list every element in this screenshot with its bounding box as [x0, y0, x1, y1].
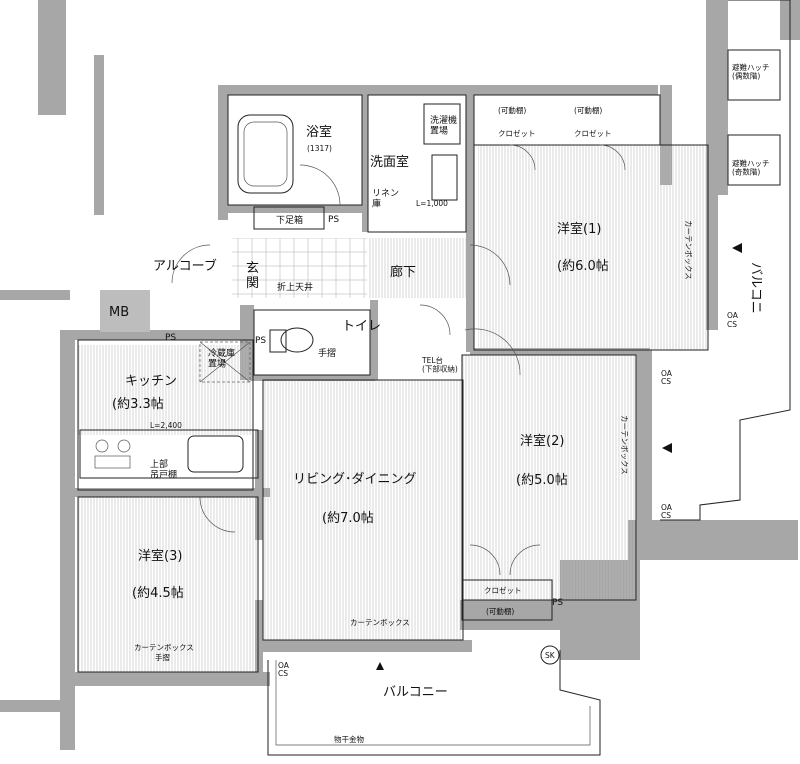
ps-label-1: PS [328, 215, 339, 225]
room2-size-label: (約5.0帖 [516, 473, 568, 488]
handrail-label-2: 手摺 [155, 652, 170, 662]
room3-label: 洋室(3) [138, 548, 182, 564]
room-outlines [77, 0, 791, 756]
room1-label: 洋室(1) [557, 221, 601, 237]
curtain-box-label-3: カーテンボックス [684, 220, 693, 280]
ldk-size-label: (約7.0帖 [322, 511, 374, 526]
oa-label-1: OA [727, 311, 739, 320]
oa-label-3: OA [661, 503, 673, 512]
hatch-odd-label: 避難ハッチ(奇数階) [732, 158, 770, 177]
curtain-box-label-4: カーテンボックス [620, 415, 629, 475]
fridge-label: 冷蔵庫置場 [208, 347, 235, 369]
bath-size-label: (1317) [307, 144, 332, 153]
cs-label-2: CS [661, 377, 671, 386]
cs-label-1: CS [727, 320, 737, 329]
curtain-box-label-1: カーテンボックス [350, 618, 410, 627]
washroom-label: 洗面室 [370, 154, 409, 170]
ceiling-label: 折上天井 [277, 281, 313, 293]
closet-label-1: クロゼット [498, 128, 536, 138]
hallway-label: 廊下 [390, 264, 416, 280]
flooring [78, 145, 708, 672]
kitchen-label: キッチン [125, 374, 177, 389]
balcony-side-label: バルコニ [748, 262, 763, 314]
doors [171, 144, 626, 576]
linen-label: リネン庫 [372, 188, 399, 209]
curtain-box-label-2: カーテンボックス [134, 643, 194, 652]
view-arrows [376, 243, 742, 670]
closet-label-2: クロゼット [574, 128, 612, 138]
ps-label-4: PS [552, 598, 563, 608]
upper-cabinet-label: 上部吊戸棚 [150, 458, 177, 480]
handrail-label: 手摺 [318, 347, 336, 359]
mb-label: MB [109, 305, 129, 320]
closet-label-3: クロゼット [484, 585, 522, 595]
room1-size-label: (約6.0帖 [557, 259, 609, 274]
ldk-label: リビング･ダイニング [293, 472, 417, 487]
kitchen-l-label: L=2,400 [150, 421, 182, 430]
sk-label: SK [545, 651, 556, 660]
room3-size-label: (約4.5帖 [132, 586, 184, 601]
ps-label-2: PS [165, 333, 176, 343]
hatch-even-label: 避難ハッチ(偶数階) [732, 62, 770, 81]
balcony-label: バルコニー [383, 685, 448, 700]
entrance-label: 玄関 [246, 261, 259, 291]
room2-label: 洋室(2) [520, 433, 564, 449]
ps-label-3: PS [255, 336, 266, 346]
bath-label: 浴室 [306, 124, 332, 140]
tel-label: TEL台(下部収納) [421, 355, 458, 374]
alcove-label: アルコーブ [153, 258, 217, 274]
laundry-label: 洗濯機置場 [430, 114, 457, 136]
l-dim-label: L=1,000 [416, 199, 448, 208]
cs-label-3: CS [661, 511, 671, 520]
shelf-label-3: (可動棚) [486, 606, 514, 616]
cs-label-4: CS [278, 669, 288, 678]
shelf-label-2: (可動棚) [574, 105, 602, 115]
shoe-box-label: 下足箱 [276, 214, 303, 226]
drying-rack-label: 物干金物 [334, 734, 364, 744]
labels: 浴室 (1317) 洗面室 洗濯機置場 リネン庫 L=1,000 下足箱 PS … [109, 62, 770, 744]
toilet-label: トイレ [342, 319, 381, 334]
kitchen-size-label: (約3.3帖 [112, 397, 164, 412]
oa-label-4: OA [278, 661, 290, 670]
oa-label-2: OA [661, 369, 673, 378]
shelf-label-1: (可動棚) [498, 105, 526, 115]
